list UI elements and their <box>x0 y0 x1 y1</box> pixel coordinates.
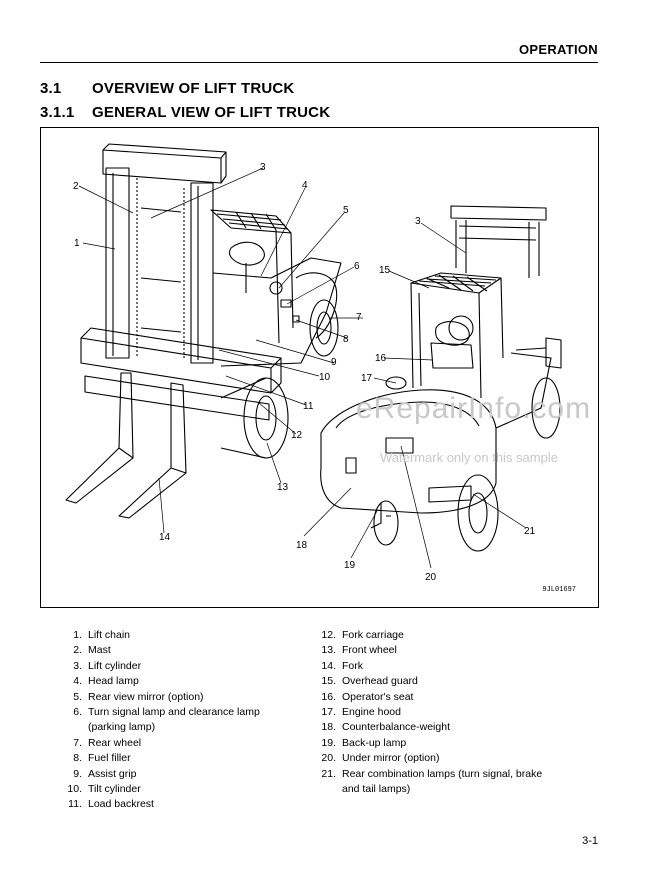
callout-19: 19 <box>344 560 356 571</box>
list-item: 5.Rear view mirror (option) <box>73 690 204 703</box>
callout-15: 15 <box>379 265 391 276</box>
list-item: 20.Under mirror (option) <box>321 752 440 765</box>
lift-truck-drawing: 1 2 3 4 5 6 7 8 9 10 11 12 13 14 3 15 16… <box>65 143 562 583</box>
callout-17: 17 <box>361 373 373 384</box>
list-item: 3.Lift cylinder <box>73 659 142 672</box>
page-number: 3-1 <box>582 835 598 847</box>
list-item: 17.Engine hood <box>321 706 401 719</box>
watermark-note: Watermark only on this sample <box>380 450 558 465</box>
list-item: 9.Assist grip <box>73 767 137 780</box>
callout-9: 9 <box>331 357 337 368</box>
callout-12: 12 <box>291 430 303 441</box>
callout-18: 18 <box>296 540 308 551</box>
callout-16: 16 <box>375 353 387 364</box>
watermark: eRepairInfo.com <box>356 392 592 425</box>
callout-6: 6 <box>354 261 360 272</box>
callout-4: 4 <box>302 180 308 191</box>
running-header: OPERATION <box>518 42 598 57</box>
heading-3-1-1: 3.1.1 GENERAL VIEW OF LIFT TRUCK <box>40 104 330 121</box>
list-item: 12.Fork carriage <box>321 629 404 641</box>
list-item: 2.Mast <box>73 644 111 657</box>
list-item: 14.Fork <box>321 659 363 672</box>
parts-list-left: 1.Lift chain 2.Mast 3.Lift cylinder 4.He… <box>62 628 302 813</box>
callout-2: 2 <box>73 181 79 192</box>
list-item: 8.Fuel filler <box>73 752 131 765</box>
callout-10: 10 <box>319 372 331 383</box>
callout-21: 21 <box>524 526 536 537</box>
heading-3-1: 3.1 OVERVIEW OF LIFT TRUCK <box>40 80 294 97</box>
list-item: 11.Load backrest <box>68 798 154 811</box>
callout-11: 11 <box>303 401 314 412</box>
list-item: 7.Rear wheel <box>73 736 142 749</box>
figure-code: 9JL01697 <box>542 586 576 594</box>
list-item: 15.Overhead guard <box>321 675 418 688</box>
header-rule <box>40 62 598 63</box>
list-item: 19.Back-up lamp <box>321 736 407 749</box>
heading-number: 3.1.1 <box>40 104 75 121</box>
callout-3b: 3 <box>415 216 421 227</box>
callout-5: 5 <box>343 205 349 216</box>
callout-3: 3 <box>260 162 266 173</box>
callout-8: 8 <box>343 334 349 345</box>
list-item: 18.Counterbalance-weight <box>321 721 450 734</box>
list-item: 1.Lift chain <box>73 629 131 641</box>
callout-1: 1 <box>74 238 80 249</box>
heading-title: OVERVIEW OF LIFT TRUCK <box>92 80 295 97</box>
callout-20: 20 <box>425 572 437 583</box>
heading-title: GENERAL VIEW OF LIFT TRUCK <box>92 104 331 121</box>
list-item: 4.Head lamp <box>73 675 139 688</box>
list-item: 16.Operator's seat <box>321 690 414 703</box>
list-item: 10.Tilt cylinder <box>67 783 141 796</box>
list-item: 13.Front wheel <box>321 644 397 657</box>
callout-14: 14 <box>159 532 171 543</box>
list-item: 6.Turn signal lamp and clearance lamp (p… <box>73 706 260 734</box>
callout-13: 13 <box>277 482 289 493</box>
parts-list-right: 12.Fork carriage 13.Front wheel 14.Fork … <box>316 628 566 797</box>
heading-number: 3.1 <box>40 80 62 97</box>
figure-lift-truck: 1 2 3 4 5 6 7 8 9 10 11 12 13 14 3 15 16… <box>40 127 599 608</box>
list-item: 21.Rear combination lamps (turn signal, … <box>321 767 543 796</box>
callout-7: 7 <box>356 312 362 323</box>
